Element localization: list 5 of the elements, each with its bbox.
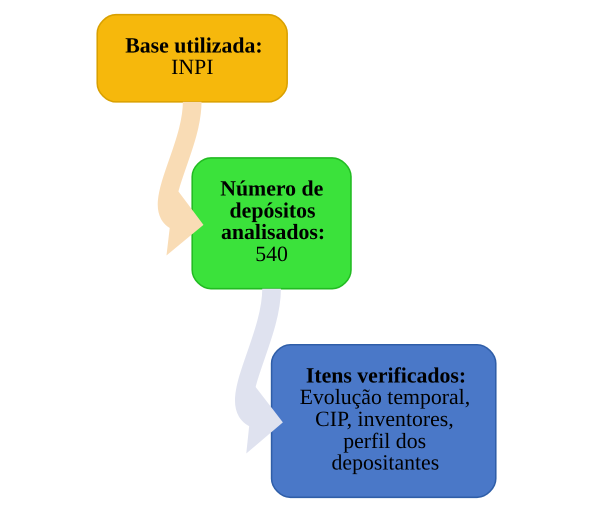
arrow: [158, 101, 204, 256]
arrow: [235, 288, 283, 454]
node-box: Número de depósitos analisados: 540: [191, 157, 352, 290]
node-box: Itens verificados: Evolução temporal, CIP, inventores, perfil dos depositantes: [270, 344, 497, 498]
node-box: Base utilizada: INPI: [96, 14, 288, 103]
